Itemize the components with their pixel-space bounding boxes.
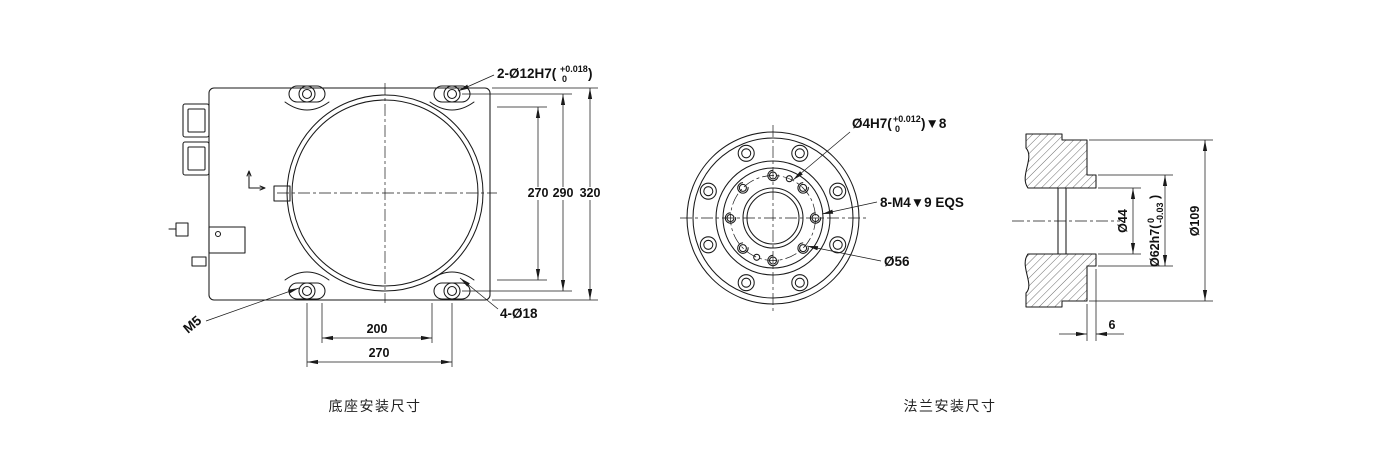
axis-arrow-up <box>246 170 252 177</box>
section-geometry <box>1024 133 1097 308</box>
thread-m4-label: 8-M4▼9 EQS <box>880 195 964 210</box>
flange-boss-circle <box>715 160 831 276</box>
dim-boss-length-6: 6 <box>1109 318 1116 332</box>
dowel-leader <box>457 74 495 92</box>
base-texts: 270 290 320 200 270 2-Ø12H7( +0.018 0 ) … <box>180 64 600 414</box>
dim-bore-44: Ø44 <box>1116 209 1130 233</box>
thread-hole-m5 <box>298 282 316 300</box>
connector-insert <box>187 108 206 133</box>
dim-200-horizontal: 200 <box>367 322 388 336</box>
mount-hole <box>298 85 316 103</box>
flange-leaders <box>792 131 882 262</box>
terminal-dot <box>214 230 222 238</box>
axis-arrow-right <box>259 185 266 191</box>
flange-bore-inner-circle <box>746 191 800 245</box>
dim-boss-suffix: ) <box>1148 195 1162 199</box>
dim-boss-tol-lower: -0.03 <box>1155 202 1165 223</box>
connector-housing <box>182 103 210 138</box>
ear-contour <box>429 101 475 111</box>
pin-label-prefix: Ø4H7( <box>852 116 892 131</box>
keyway-tab <box>273 185 291 202</box>
mount-holes-leader <box>459 277 499 310</box>
ear-contour <box>284 101 330 111</box>
pin-label-tol-upper: +0.012 <box>893 114 921 124</box>
vent-block <box>191 256 207 267</box>
base-dimension-lines <box>205 74 598 367</box>
dowel-label-suffix: ) <box>588 66 593 81</box>
dowel-hole-inner <box>446 88 458 100</box>
m4-tapped-hole <box>724 169 822 267</box>
dowel-hole <box>443 85 461 103</box>
section-dimension-lines <box>1059 139 1213 341</box>
flange-front-view: Ø4H7( +0.012 0 )▼8 8-M4▼9 EQS Ø56 法兰安装尺寸 <box>680 114 997 414</box>
dim-boss-tol-upper: 0 <box>1146 218 1156 223</box>
dowel-label-tol-lower: 0 <box>562 74 567 84</box>
flange-section-view: Ø44 Ø62h7( 0 -0.03 ) Ø109 6 <box>1012 133 1213 341</box>
connector-insert <box>187 146 206 171</box>
thread-leader <box>821 201 878 215</box>
ear-contour <box>284 271 330 281</box>
flange-texts: Ø4H7( +0.012 0 )▼8 8-M4▼9 EQS Ø56 法兰安装尺寸 <box>852 114 997 414</box>
flange-rim-circle <box>692 137 854 299</box>
connector-housing <box>182 141 210 176</box>
dim-flange-109: Ø109 <box>1188 206 1202 237</box>
bolt-circle-label: Ø56 <box>884 254 910 269</box>
flange-bore-circle <box>742 187 804 249</box>
base-mount-view: 270 290 320 200 270 2-Ø12H7( +0.018 0 ) … <box>168 64 600 414</box>
flange-step-circle <box>722 167 824 269</box>
thread-hole-m5-inner <box>301 285 313 297</box>
side-stub <box>175 222 189 237</box>
bolt-circle-56 <box>730 175 816 261</box>
mount-ear-slot <box>288 282 326 300</box>
dim-290-vertical: 290 <box>553 186 574 200</box>
dowel-label-tol-upper: +0.018 <box>560 64 588 74</box>
thread-leader <box>205 287 300 322</box>
dowel-label-prefix: 2-Ø12H7( <box>497 66 557 81</box>
mount-hole-inner <box>446 285 458 297</box>
flange-geometry <box>686 131 860 305</box>
flange-centerlines <box>680 125 866 311</box>
flange-view-caption: 法兰安装尺寸 <box>904 398 997 414</box>
dowel-pin-hole <box>753 175 793 261</box>
mount-holes-label: 4-Ø18 <box>500 306 538 321</box>
terminal-box <box>208 226 246 254</box>
flange-outer-circle <box>686 131 860 305</box>
base-view-caption: 底座安装尺寸 <box>329 398 422 414</box>
dim-270-horizontal: 270 <box>369 346 390 360</box>
cap-screw <box>699 144 847 292</box>
dim-boss-prefix: Ø62h7( <box>1148 224 1162 267</box>
section-texts: Ø44 Ø62h7( 0 -0.03 ) Ø109 6 <box>1109 195 1202 332</box>
mount-hole <box>443 282 461 300</box>
thread-m5-label: M5 <box>180 312 204 336</box>
dim-270-vertical: 270 <box>528 186 549 200</box>
pin-label-tol-lower: 0 <box>895 124 900 134</box>
base-centerlines <box>277 83 497 303</box>
section-hatch-upper <box>1024 133 1097 189</box>
section-hatch-lower <box>1024 253 1097 308</box>
bolt-circle-leader <box>806 245 882 262</box>
mount-hole-inner <box>301 88 313 100</box>
base-plate-outline <box>208 87 491 301</box>
pin-label-suffix: )▼8 <box>921 116 947 131</box>
dim-320-vertical: 320 <box>580 186 601 200</box>
pin-leader <box>792 131 851 181</box>
